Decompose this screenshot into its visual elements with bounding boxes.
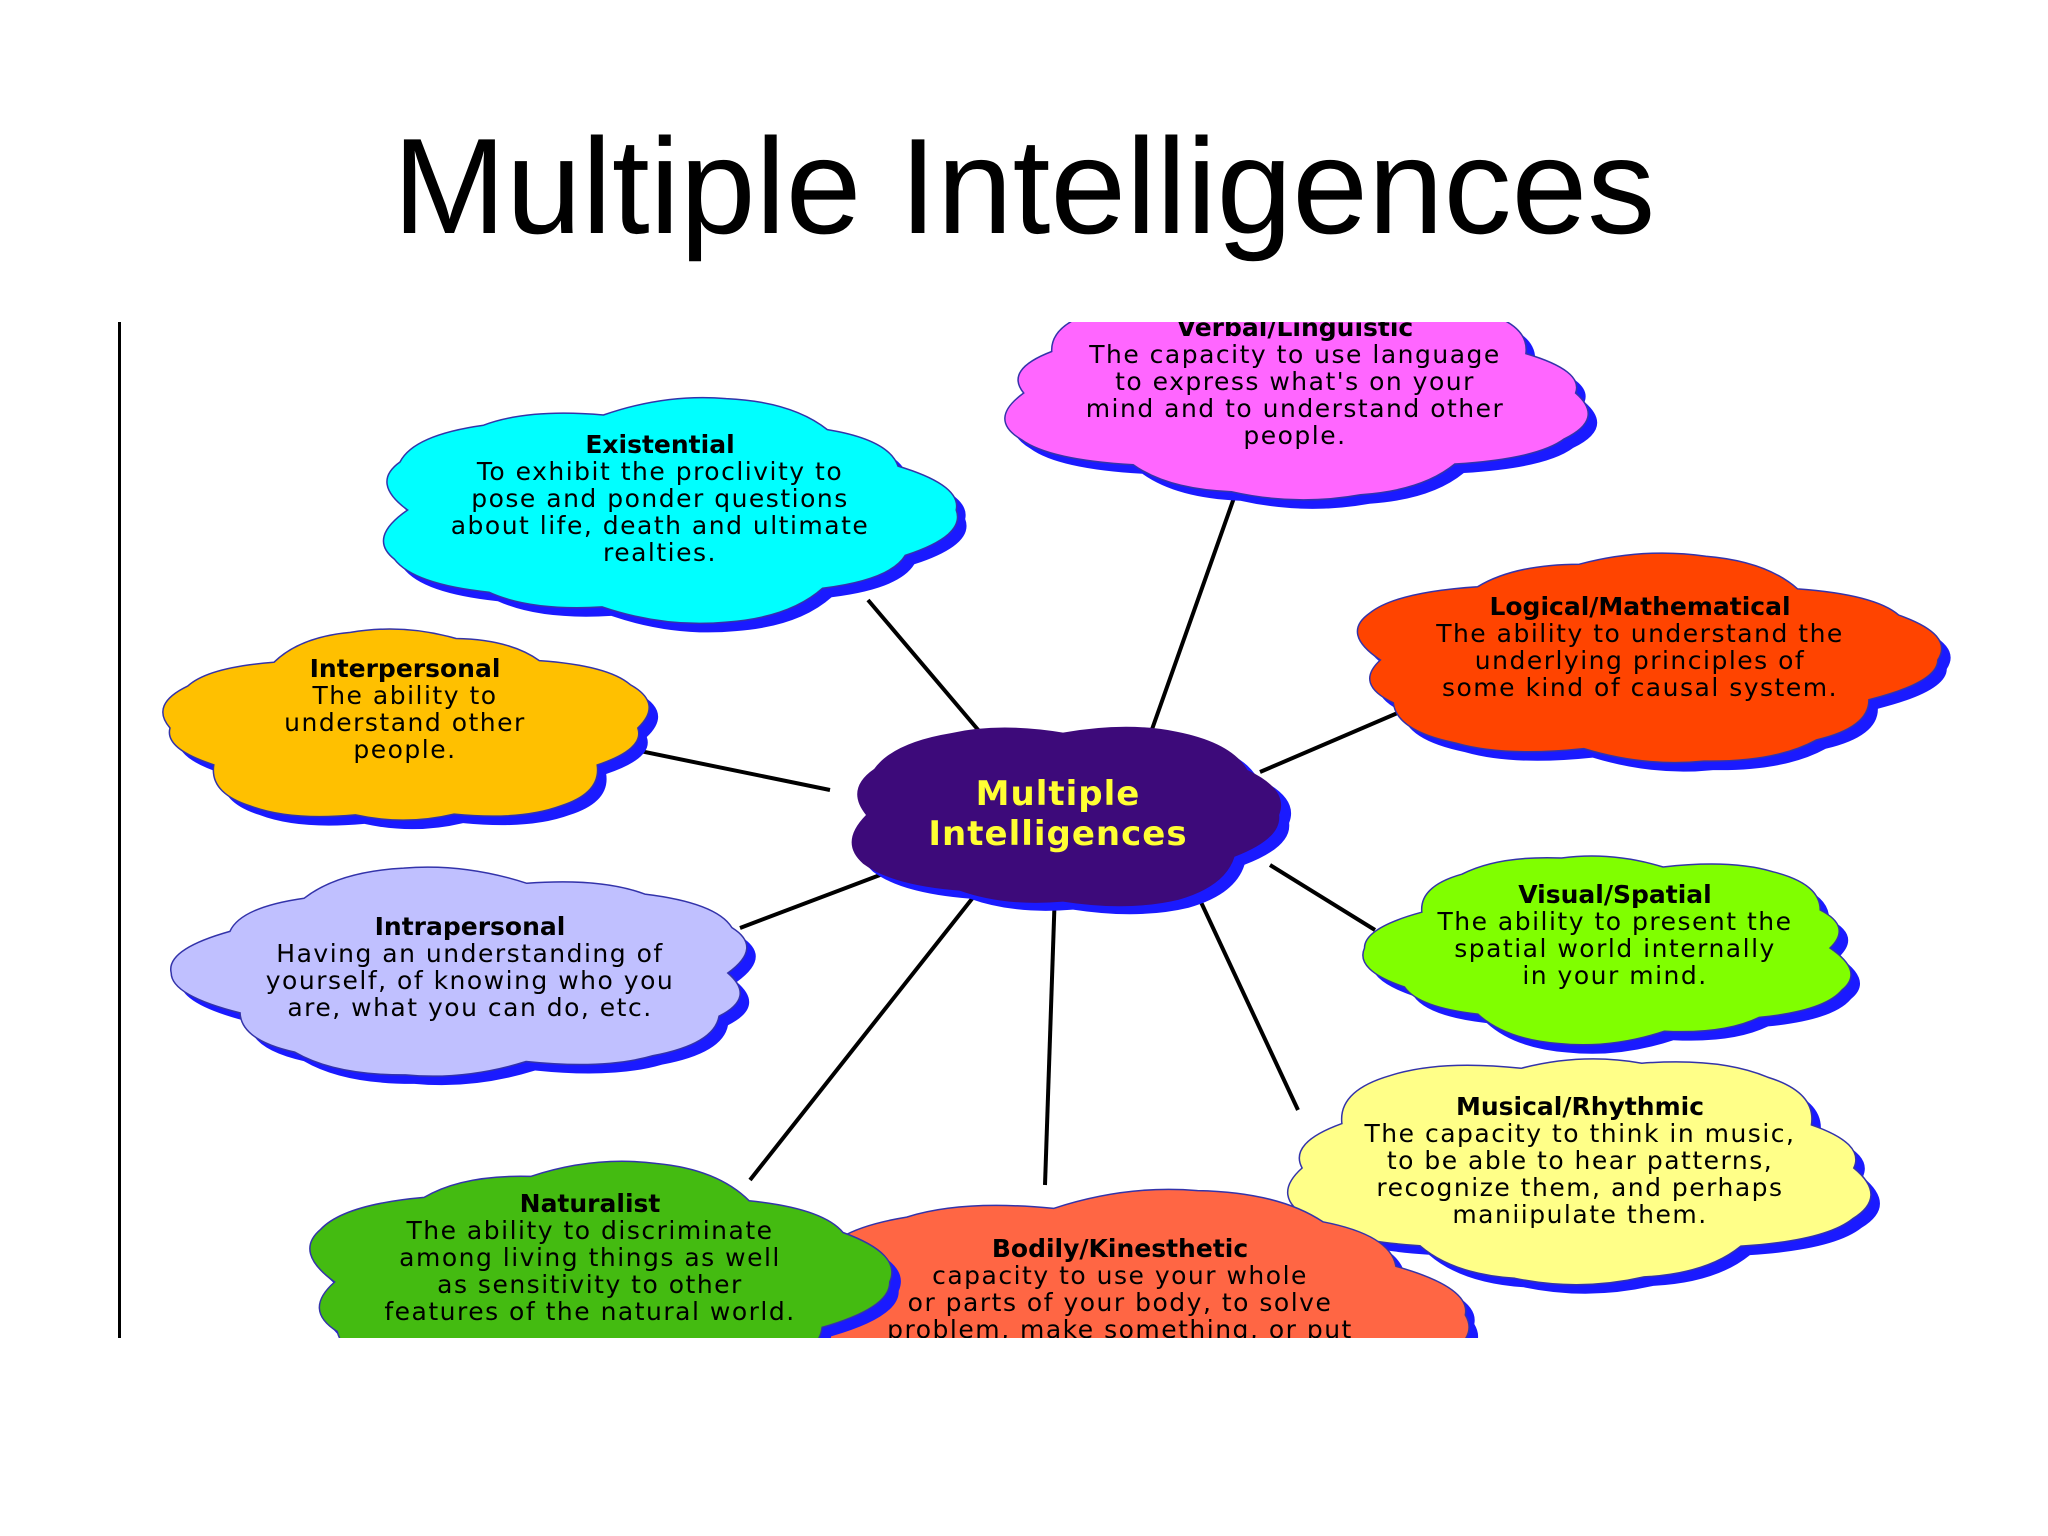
cloud-description-line: or parts of your body, to solve: [908, 1288, 1333, 1317]
cloud-description-line: The ability to: [311, 681, 497, 710]
center-cloud-shape: [851, 726, 1282, 907]
cloud-title: Existential: [585, 430, 734, 459]
cloud-description-line: To exhibit the proclivity to: [476, 457, 843, 486]
cloud-title: Visual/Spatial: [1518, 880, 1711, 909]
cloud-shape: [382, 396, 959, 625]
cloud-description-line: among living things as well: [399, 1243, 781, 1272]
cloud-shape: [309, 1160, 893, 1338]
cloud-title: Logical/Mathematical: [1489, 592, 1790, 621]
connector-logical: [1259, 710, 1401, 774]
slide-title: Multiple Intelligences: [392, 110, 1656, 262]
cloud-description-line: pose and ponder questions: [471, 484, 849, 513]
cloud-title: Bodily/Kinesthetic: [992, 1234, 1248, 1263]
cloud-description-line: features of the natural world.: [384, 1297, 795, 1326]
cloud-description-line: spatial world internally: [1454, 934, 1776, 963]
cloud-shape: [1362, 855, 1852, 1046]
connector-intrapersonal: [739, 873, 881, 930]
cloud-description-line: The capacity to think in music,: [1364, 1119, 1796, 1148]
cloud-description-line: to be able to hear patterns,: [1387, 1146, 1773, 1175]
connectors: [634, 494, 1401, 1186]
cloud-description-line: some kind of causal system.: [1442, 673, 1838, 702]
cloud-title: Naturalist: [520, 1189, 661, 1218]
connector-interpersonal: [634, 748, 831, 792]
cloud-description-line: The ability to understand the: [1435, 619, 1844, 648]
cloud-description-line: about life, death and ultimate: [451, 511, 870, 540]
cloud-description-line: are, what you can do, etc.: [287, 993, 652, 1022]
cloud-description-line: people.: [353, 735, 456, 764]
cloud-shape: [1286, 1058, 1872, 1286]
center-label: Multiple: [976, 774, 1141, 814]
cloud-description-line: in your mind.: [1522, 961, 1707, 990]
connector-bodily: [1043, 889, 1057, 1186]
center-label: Intelligences: [928, 814, 1187, 854]
cloud-description-line: people.: [1243, 421, 1346, 450]
cloud-title: Musical/Rhythmic: [1456, 1092, 1704, 1121]
cloud-title: Interpersonal: [310, 654, 501, 683]
connector-visual: [1268, 863, 1377, 932]
cloud-description-line: yourself, of knowing who you: [266, 966, 674, 995]
cloud-shape: [1356, 552, 1943, 764]
cloud-description-line: mind and to understand other: [1086, 394, 1505, 423]
cloud-description-line: maniipulate them.: [1452, 1200, 1707, 1229]
cloud-title: Intrapersonal: [375, 912, 566, 941]
cloud-description-line: realties.: [603, 538, 717, 567]
cloud-description-line: recognize them, and perhaps: [1376, 1173, 1783, 1202]
cloud-shape: [170, 866, 748, 1077]
connector-musical: [1198, 899, 1300, 1111]
cloud-description-line: The capacity to use language: [1088, 340, 1501, 369]
connector-naturalist: [748, 893, 977, 1182]
cloud-description-line: The ability to present the: [1436, 907, 1792, 936]
cloud-description-line: Having an understanding of: [276, 939, 663, 968]
cloud-description-line: underlying principles of: [1475, 646, 1805, 675]
cloud-description-line: problem, make something, or put: [887, 1315, 1353, 1344]
connector-verbal: [1148, 494, 1237, 736]
cloud-description-line: as sensitivity to other: [437, 1270, 743, 1299]
cloud-shape: [1004, 322, 1589, 501]
cloud-description-line: The ability to discriminate: [405, 1216, 773, 1245]
cloud-description-line: understand other: [284, 708, 526, 737]
cloud-shape: [162, 628, 650, 821]
frame-divider: [118, 322, 121, 1338]
connector-existential: [866, 598, 987, 740]
cloud-description-line: capacity to use your whole: [932, 1261, 1308, 1290]
cloud-title: Verbal/Linguistic: [1177, 313, 1414, 342]
cloud-description-line: to express what's on your: [1115, 367, 1475, 396]
